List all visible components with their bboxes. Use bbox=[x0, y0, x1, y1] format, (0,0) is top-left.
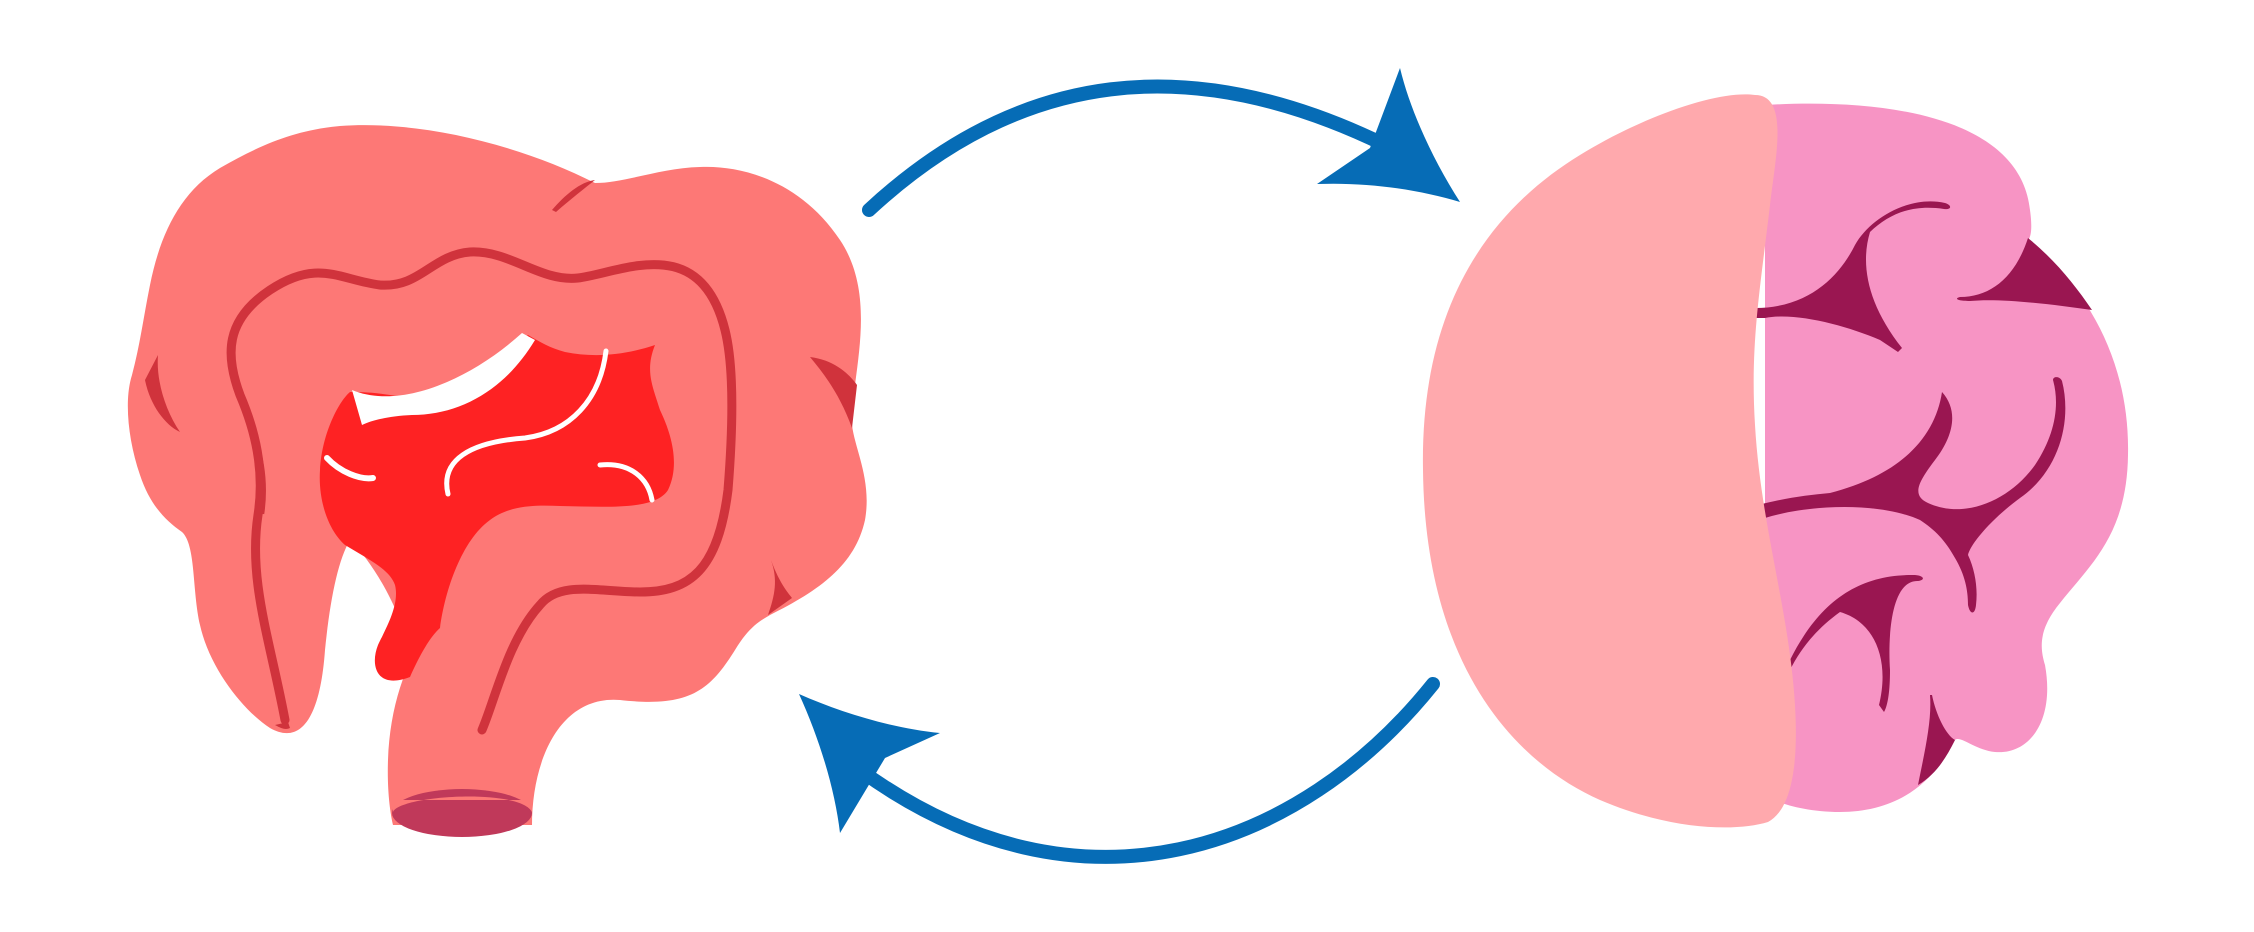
arrow-head bbox=[1317, 68, 1460, 202]
intestine-highlight bbox=[324, 455, 376, 482]
brain-front-lobe bbox=[1422, 94, 1796, 828]
brain-icon bbox=[1422, 94, 2129, 828]
intestine-shadow bbox=[768, 560, 792, 615]
intestine-shadow bbox=[275, 722, 290, 729]
intestine-highlight bbox=[444, 348, 609, 497]
curved-arrow-icon bbox=[862, 79, 1392, 217]
intestine-opening-rim bbox=[393, 796, 532, 812]
arrow-gut-to-brain bbox=[862, 68, 1460, 217]
intestine-tube-line bbox=[246, 414, 266, 515]
curved-arrow-icon bbox=[853, 677, 1440, 864]
intestine-shadow bbox=[552, 180, 595, 212]
intestine-shadow bbox=[145, 355, 180, 432]
intestine-shadow bbox=[810, 357, 857, 428]
intestine-highlight bbox=[352, 333, 535, 425]
arrow-brain-to-gut bbox=[799, 677, 1440, 864]
intestine-highlight bbox=[597, 462, 655, 503]
brain-base bbox=[1765, 103, 2129, 813]
intestine-interior bbox=[319, 335, 674, 681]
arrow-head bbox=[799, 694, 940, 833]
intestine-icon bbox=[127, 125, 867, 837]
intestine-opening bbox=[392, 789, 532, 837]
brain-folds bbox=[1752, 201, 2092, 785]
